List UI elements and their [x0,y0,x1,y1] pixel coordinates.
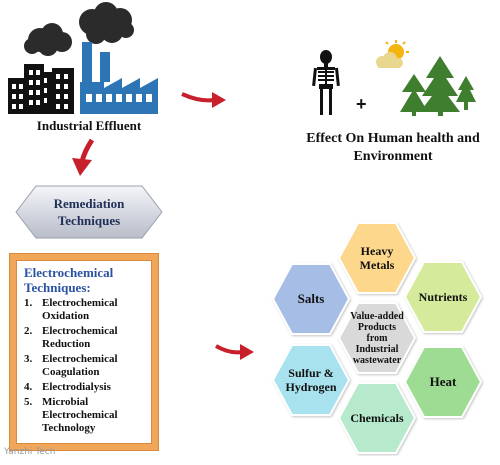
trees-icon [400,56,476,116]
list-item: 1.Electrochemical Oxidation [24,297,118,322]
plus-sign: + [356,94,367,114]
remediation-line2: Techniques [57,213,121,228]
techniques-title: Electrochemical Techniques: [24,265,152,295]
techniques-title-line2: Techniques: [24,280,91,295]
hex-sulfur-hydrogen [271,344,351,416]
factory-icon [80,42,158,114]
industrial-effluent-label: Industrial Effluent [36,118,142,133]
buildings-icon [8,64,74,114]
list-item: 2.Electrochemical Reduction [24,325,118,350]
effect-caption: Effect On Human health and Environment [288,130,498,166]
techniques-panel: Electrochemical Techniques: 1.Electroche… [10,254,158,450]
arrow-right-icon [215,344,254,360]
remediation-banner [15,185,163,239]
hex-heavy-metals [337,222,417,294]
techniques-title-line1: Electrochemical [24,265,114,280]
arrow-right-icon [181,92,226,108]
arrow-down-icon [72,138,95,176]
salts-label: Salts [297,291,325,306]
smoke-cloud-icon [79,2,134,44]
effect-line2: Environment [353,149,433,164]
hex-salts [271,263,351,335]
center-label: Value-added Products from Industrial was… [350,310,404,366]
hex-center [337,302,417,374]
watermark-text: Yanzhi Tech [4,447,56,457]
sulfur-hydrogen-label: Sulfur &Hydrogen [285,366,337,394]
techniques-list: 1.Electrochemical Oxidation 2.Electroche… [16,297,152,435]
remediation-line1: Remediation [53,196,125,211]
skeleton-icon [312,50,340,115]
heat-label: Heat [429,374,457,389]
hex-heat [403,346,483,418]
remediation-label: Remediation Techniques [14,195,164,229]
nutrients-label: Nutrients [418,290,468,304]
chemicals-label: Chemicals [350,411,404,425]
list-item: 4.Electrodialysis [24,381,111,393]
hex-nutrients [403,261,483,333]
hex-chemicals [337,382,417,454]
smoke-cloud-icon [24,23,72,56]
products-hex-cluster [271,222,483,454]
sun-cloud-icon [376,40,409,68]
list-item: 3.Electrochemical Coagulation [24,353,118,378]
list-item: 5.Microbial Electrochemical Technology [24,396,118,434]
industrial-illustration [8,2,158,114]
effect-line1: Effect On Human health and [306,131,480,146]
